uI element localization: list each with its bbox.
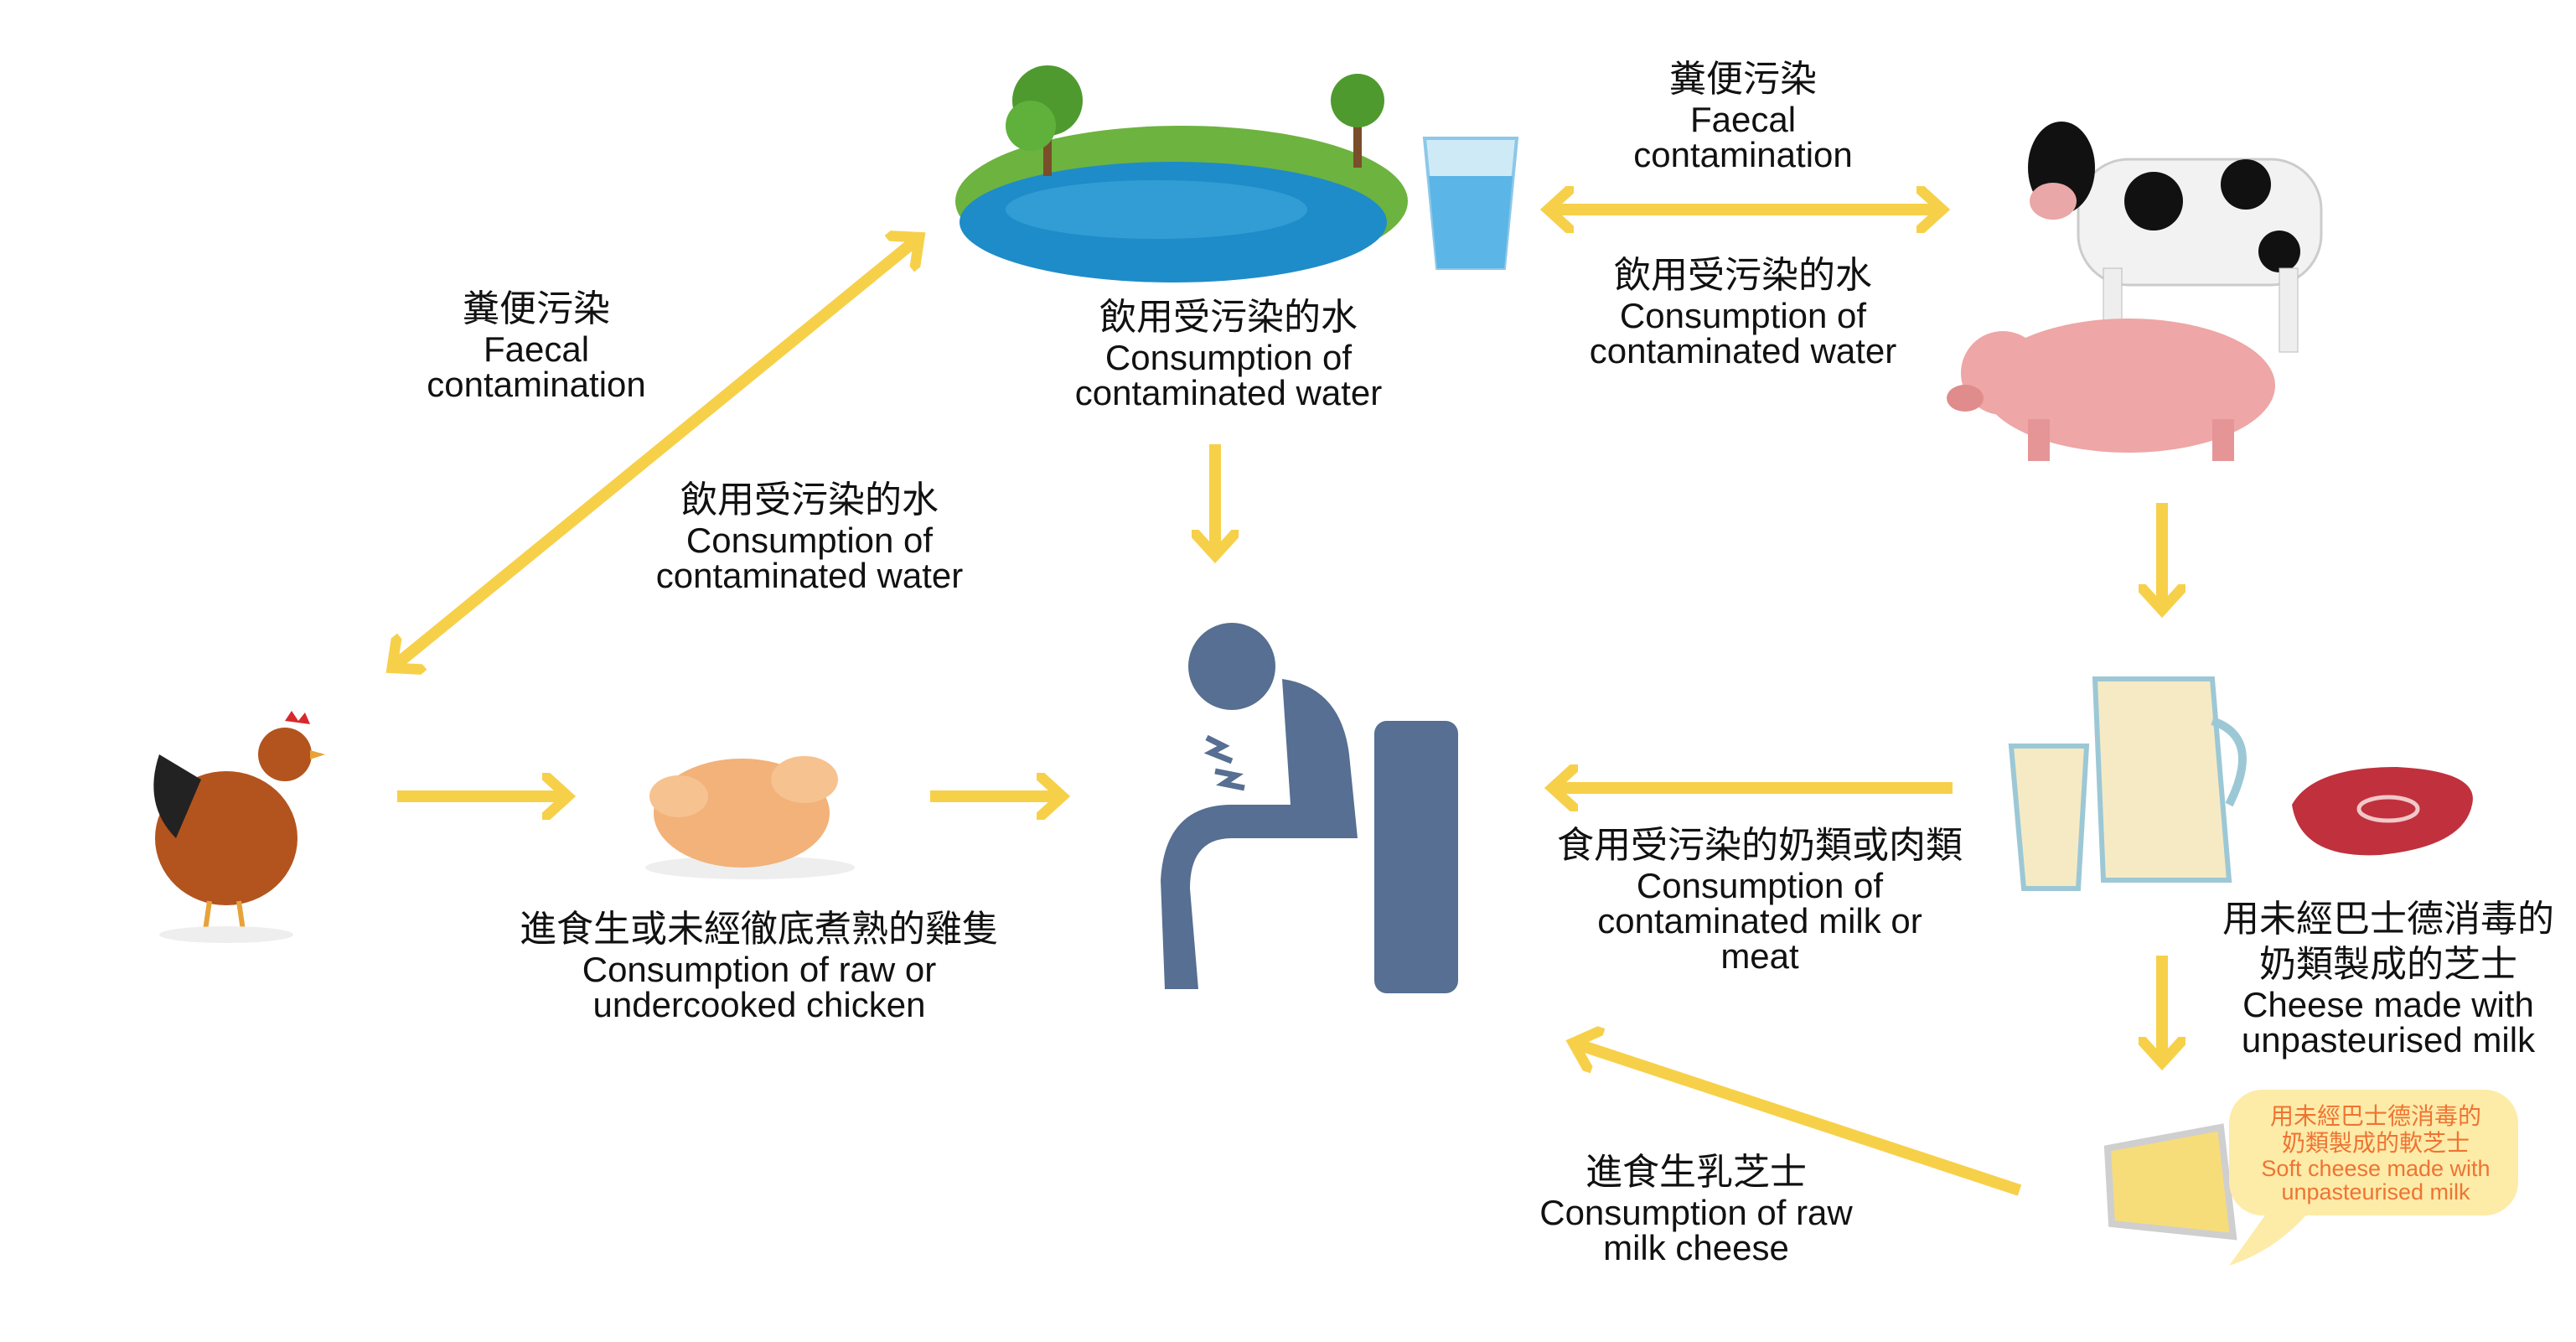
label-en-2: contaminated water bbox=[655, 556, 964, 595]
label-zh: 糞便污染 bbox=[1669, 58, 1817, 101]
label-en-2: contaminated water bbox=[1589, 331, 1897, 370]
water-glass-icon bbox=[1422, 137, 1519, 270]
bubble-zh-2: 奶類製成的軟芝士 bbox=[2281, 1129, 2470, 1157]
speech-bubble-text: 用未經巴士德消毒的 奶類製成的軟芝士 Soft cheese made with… bbox=[2229, 1090, 2522, 1215]
milk-illustration bbox=[2008, 676, 2247, 891]
label-en-2: contaminated water bbox=[1074, 373, 1383, 412]
label-en-1: Consumption of bbox=[1636, 866, 1884, 905]
label-en-2: contaminated milk or bbox=[1597, 901, 1922, 940]
label-en-1: Consumption of raw or bbox=[582, 950, 937, 989]
label-water-chicken: 飲用受污染的水 Consumption of contaminated wate… bbox=[656, 478, 964, 593]
label-zh: 進食生乳芝士 bbox=[1585, 1151, 1807, 1194]
label-zh: 糞便污染 bbox=[463, 288, 610, 330]
label-water-livestock: 飲用受污染的水 Consumption of contaminated wate… bbox=[1590, 253, 1897, 369]
bubble-zh-1: 用未經巴士德消毒的 bbox=[2269, 1102, 2481, 1130]
label-zh: 飲用受污染的水 bbox=[680, 479, 939, 521]
label-en-1: Consumption of bbox=[1619, 296, 1867, 335]
label-faecal-contamination-livestock: 糞便污染 Faecal contamination bbox=[1633, 57, 1853, 173]
label-zh: 飲用受污染的水 bbox=[1099, 296, 1358, 339]
label-faecal-contamination-chicken: 糞便污染 Faecal contamination bbox=[427, 287, 646, 402]
label-cheese-to-human: 進食生乳芝士 Consumption of raw milk cheese bbox=[1539, 1150, 1853, 1266]
label-zh: 食用受污染的奶類或肉類 bbox=[1557, 824, 1963, 867]
label-en-2: unpasteurised milk bbox=[2241, 1020, 2536, 1060]
label-en-2: contamination bbox=[1633, 135, 1853, 174]
label-zh-1: 用未經巴士德消毒的 bbox=[2222, 898, 2554, 940]
label-en-1: Cheese made with bbox=[2242, 985, 2534, 1024]
label-zh-2: 奶類製成的芝士 bbox=[2259, 943, 2517, 986]
label-en-1: Consumption of bbox=[1104, 338, 1353, 377]
pond-illustration bbox=[955, 65, 1408, 282]
label-zh: 飲用受污染的水 bbox=[1613, 254, 1872, 297]
arrow-cheese-to-human bbox=[1575, 1044, 2022, 1196]
label-en-2: undercooked chicken bbox=[592, 985, 926, 1024]
meat-illustration bbox=[2292, 767, 2473, 856]
label-en-1: Faecal bbox=[1689, 100, 1797, 139]
bubble-en-1: Soft cheese made with bbox=[2261, 1156, 2491, 1181]
bubble-en-2: unpasteurised milk bbox=[2281, 1179, 2470, 1205]
pig-illustration bbox=[1947, 319, 2275, 461]
label-en-1: Faecal bbox=[483, 329, 590, 369]
cheese-illustration bbox=[2103, 1123, 2237, 1241]
speech-bubble bbox=[2229, 1090, 2518, 1266]
sick-person-icon bbox=[1161, 623, 1458, 993]
label-milk-to-cheese: 用未經巴士德消毒的 奶類製成的芝士 Cheese made with unpas… bbox=[2222, 897, 2554, 1058]
raw-chicken-illustration bbox=[645, 756, 855, 879]
cow-illustration bbox=[2028, 122, 2323, 353]
chicken-illustration bbox=[153, 711, 325, 943]
label-zh: 進食生或未經徹底煮熟的雞隻 bbox=[520, 908, 999, 951]
label-milk-meat-to-human: 食用受污染的奶類或肉類 Consumption of contaminated … bbox=[1557, 823, 1963, 974]
label-chicken-to-human: 進食生或未經徹底煮熟的雞隻 Consumption of raw or unde… bbox=[520, 907, 999, 1023]
label-en-3: meat bbox=[1720, 936, 1799, 976]
label-pond-to-human: 飲用受污染的水 Consumption of contaminated wate… bbox=[1075, 295, 1383, 411]
label-en-1: Consumption of raw bbox=[1539, 1193, 1853, 1232]
label-en-2: milk cheese bbox=[1603, 1228, 1789, 1267]
label-en-2: contamination bbox=[427, 365, 646, 404]
arrow-pond-to-chicken bbox=[394, 234, 922, 666]
label-en-1: Consumption of bbox=[685, 521, 934, 560]
